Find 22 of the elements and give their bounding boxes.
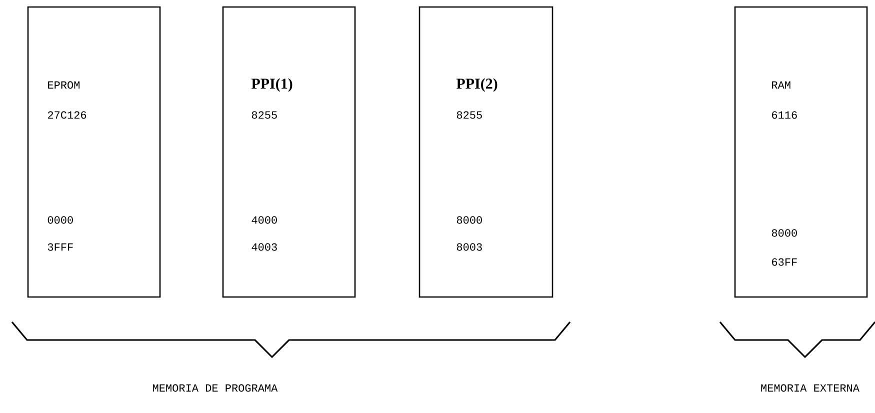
- group-label: MEMORIA DE PROGRAMA: [152, 384, 278, 392]
- chip-box: [734, 6, 868, 298]
- group-label: MEMORIA EXTERNA: [761, 384, 860, 392]
- address-text: 3FFF: [48, 243, 73, 251]
- chip-name: PPI(1): [251, 78, 292, 92]
- address-text: 8000: [772, 229, 797, 237]
- part-number: 27C126: [48, 111, 86, 119]
- part-number: 8255: [252, 111, 277, 119]
- address-text: 8000: [456, 216, 482, 224]
- address-text: 4000: [252, 216, 277, 224]
- part-number: 8255: [456, 111, 482, 119]
- chip-box: [222, 6, 356, 298]
- chip-name: RAM: [772, 81, 790, 89]
- chip-name: PPI(2): [456, 78, 498, 92]
- address-text: 0000: [48, 216, 73, 224]
- part-number: 6116: [772, 111, 797, 119]
- address-text: 63FF: [772, 258, 797, 266]
- chip-name: EPROM: [48, 81, 80, 89]
- address-text: 4003: [252, 243, 277, 251]
- chip-box: [418, 6, 554, 298]
- address-text: 8003: [456, 243, 482, 251]
- chip-box: [27, 6, 161, 298]
